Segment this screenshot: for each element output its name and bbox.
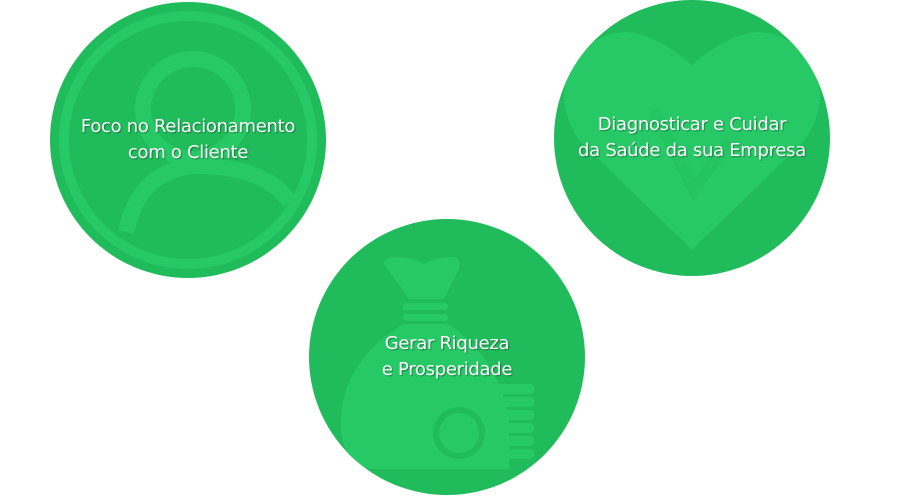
feature-title-line1: Diagnosticar e Cuidar <box>597 114 787 135</box>
feature-title-line1: Foco no Relacionamento <box>80 116 296 137</box>
feature-label: Foco no Relacionamento com o Cliente <box>50 114 326 166</box>
feature-title-line2: da Saúde da sua Empresa <box>578 140 806 161</box>
heart-icon <box>564 32 820 250</box>
user-icon <box>59 11 317 269</box>
feature-title-line2: com o Cliente <box>127 142 249 163</box>
feature-wealth: Gerar Riqueza e Prosperidade <box>309 219 585 495</box>
feature-title-line1: Gerar Riqueza <box>384 333 510 354</box>
feature-customer-relationship: Foco no Relacionamento com o Cliente <box>50 2 326 278</box>
feature-label: Gerar Riqueza e Prosperidade <box>309 331 585 383</box>
feature-business-health: Diagnosticar e Cuidar da Saúde da sua Em… <box>554 0 830 276</box>
feature-title-line2: e Prosperidade <box>381 359 513 380</box>
feature-label: Diagnosticar e Cuidar da Saúde da sua Em… <box>554 112 830 164</box>
money-bag-icon <box>340 257 534 469</box>
